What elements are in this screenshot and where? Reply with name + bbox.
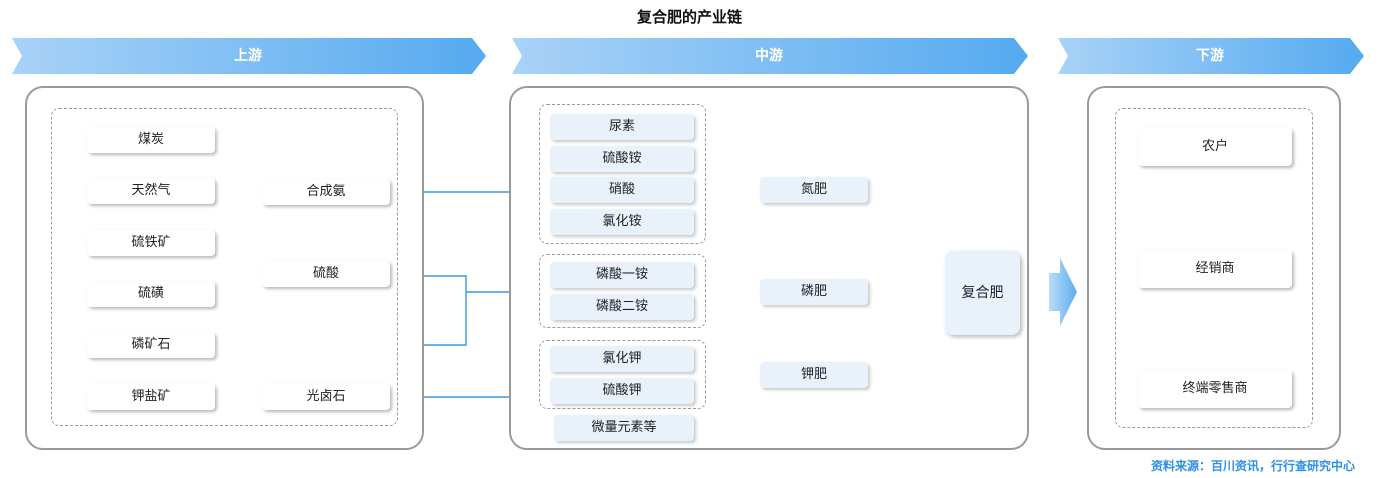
node-potash-ore: 钾盐矿	[87, 384, 215, 410]
node-urea: 尿素	[550, 114, 694, 140]
node-compound-fertilizer: 复合肥	[945, 251, 1020, 335]
node-distributors: 经销商	[1138, 250, 1292, 288]
node-ammonium-chloride: 氯化铵	[550, 209, 694, 235]
node-pyrite: 硫铁矿	[87, 230, 215, 256]
nitrogen-inputs-group	[539, 104, 706, 244]
node-nitrogen-fertilizer: 氮肥	[760, 177, 868, 203]
node-monoammonium-phosphate: 磷酸一铵	[550, 262, 694, 288]
upstream-banner	[12, 38, 486, 74]
node-natural-gas: 天然气	[87, 178, 215, 204]
downstream-group	[1115, 108, 1313, 428]
downstream-banner	[1058, 38, 1364, 74]
stage-upstream-label: 上游	[234, 48, 262, 64]
node-sulfur: 硫磺	[87, 281, 215, 307]
midstream-banner	[512, 38, 1028, 74]
node-farmers: 农户	[1138, 128, 1292, 166]
node-diammonium-phosphate: 磷酸二铵	[550, 294, 694, 320]
source-note: 资料来源：百川资讯，行行查研究中心	[1150, 459, 1355, 473]
node-retailers: 终端零售商	[1138, 370, 1292, 408]
node-synthetic-ammonia: 合成氨	[262, 179, 390, 205]
node-phosphate-rock: 磷矿石	[87, 332, 215, 358]
node-nitric-acid: 硝酸	[550, 177, 694, 203]
node-potassium-sulfate: 硫酸钾	[550, 378, 694, 404]
phosphate-inputs-group	[539, 254, 706, 328]
node-ammonium-sulfate: 硫酸铵	[550, 146, 694, 172]
upstream-group	[51, 108, 398, 426]
node-coal: 煤炭	[87, 127, 215, 153]
node-sulfuric-acid: 硫酸	[262, 261, 390, 287]
stage-midstream-label: 中游	[755, 48, 783, 64]
node-trace-elements: 微量元素等	[554, 415, 694, 441]
node-carnallite: 光卤石	[262, 384, 390, 410]
potash-inputs-group	[539, 340, 706, 409]
node-potash-fertilizer: 钾肥	[760, 362, 868, 388]
node-potassium-chloride: 氯化钾	[550, 346, 694, 372]
flow-arrow-to-downstream	[1049, 258, 1077, 326]
node-phosphate-fertilizer: 磷肥	[760, 279, 868, 305]
stage-downstream-label: 下游	[1196, 48, 1224, 64]
diagram-title: 复合肥的产业链	[636, 8, 742, 26]
